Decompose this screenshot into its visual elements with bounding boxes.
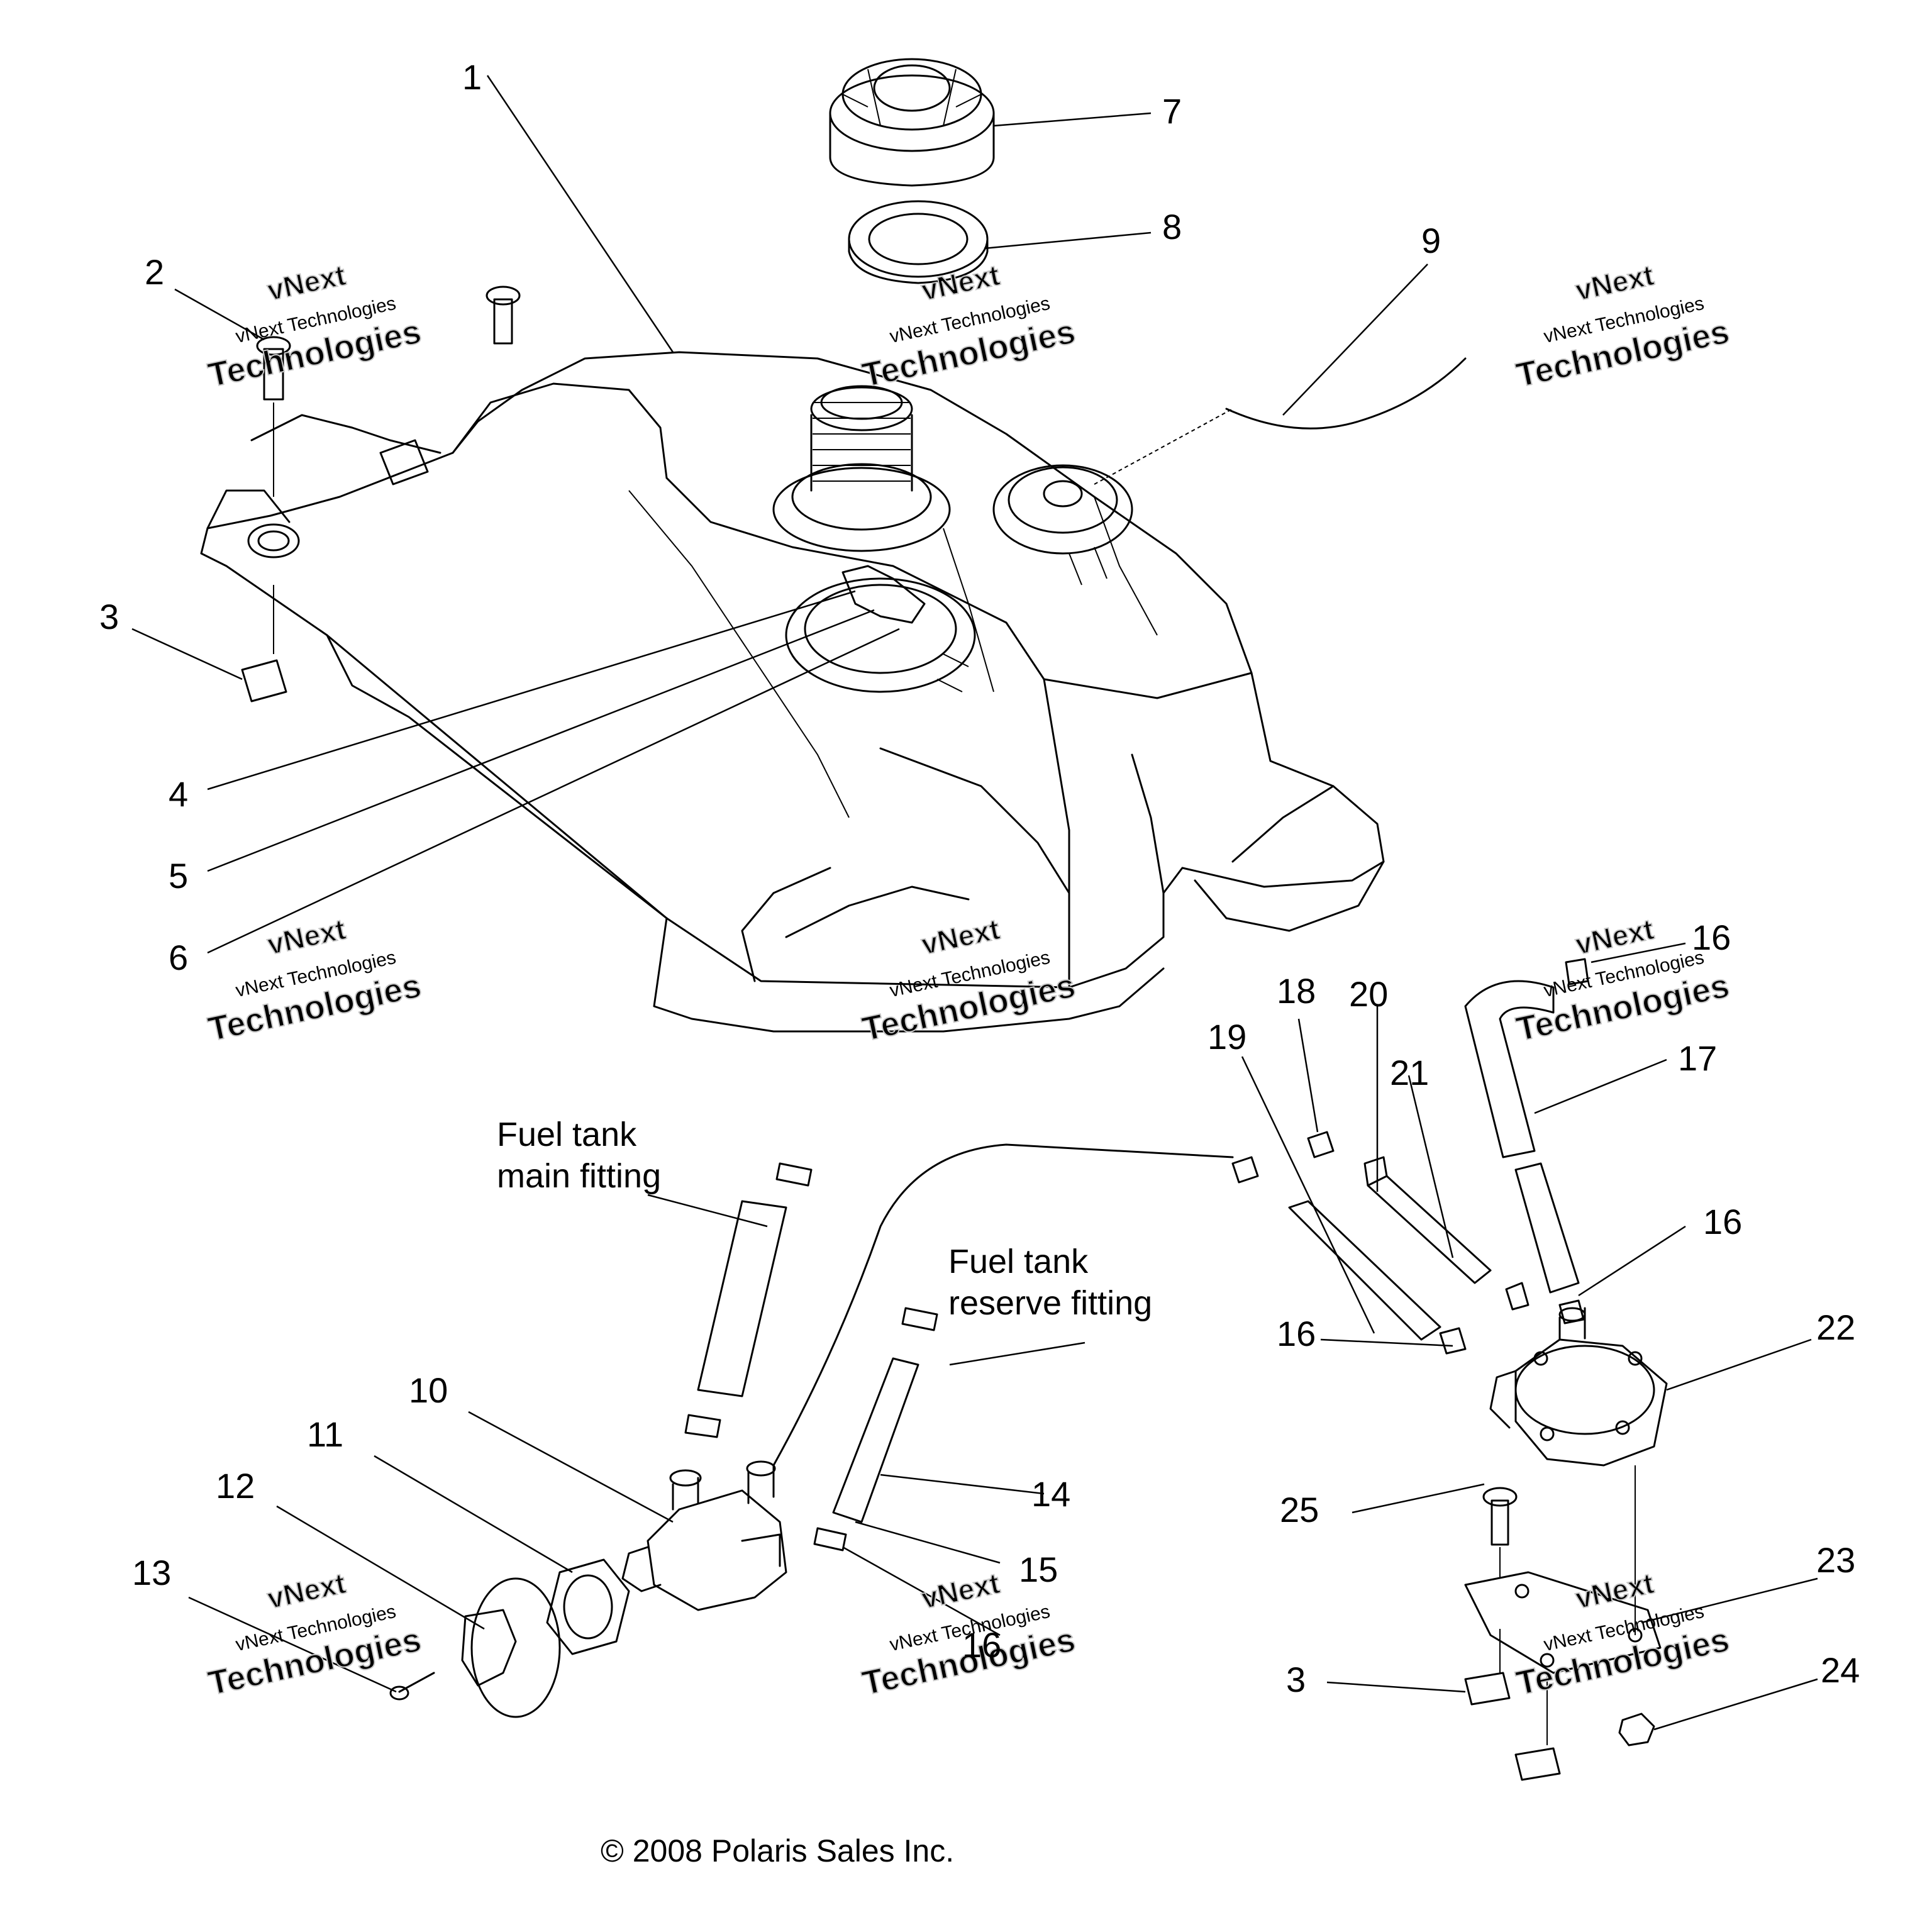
hose-19 xyxy=(1288,1200,1441,1341)
svg-text:vNext: vNext xyxy=(919,1567,1002,1615)
callout-20: 20 xyxy=(1349,974,1388,1014)
watermark-2: vNext vNext Technologies Technologies xyxy=(858,258,1079,395)
callout-11: 11 xyxy=(307,1414,343,1454)
callout-14: 14 xyxy=(1031,1474,1070,1514)
svg-text:vNext: vNext xyxy=(1573,913,1657,961)
watermark-5: vNext vNext Technologies Technologies xyxy=(858,912,1079,1049)
callout-6: 6 xyxy=(169,938,188,977)
callout-12: 12 xyxy=(216,1466,255,1506)
callout-16-c: 16 xyxy=(1277,1314,1316,1353)
svg-text:vNext: vNext xyxy=(1573,258,1657,307)
callout-16-b: 16 xyxy=(1703,1202,1742,1241)
cap-gasket xyxy=(848,200,989,284)
note-reserve-fitting: Fuel tank reserve fitting xyxy=(948,1243,1152,1322)
clip-nut-3 xyxy=(241,659,287,702)
svg-text:vNext: vNext xyxy=(919,258,1002,307)
watermark-9: vNext vNext Technologies Technologies xyxy=(1513,1566,1733,1703)
svg-text:main fitting: main fitting xyxy=(497,1157,661,1195)
vent-line xyxy=(1225,357,1467,430)
nut-24 xyxy=(1618,1713,1655,1746)
screw-13 xyxy=(389,1672,435,1701)
callout-22: 22 xyxy=(1816,1307,1855,1347)
fuel-line xyxy=(772,1143,1234,1467)
callout-21: 21 xyxy=(1390,1053,1429,1092)
copyright-notice: © 2008 Polaris Sales Inc. xyxy=(601,1833,954,1868)
callout-16-a: 16 xyxy=(1692,918,1731,957)
callout-10: 10 xyxy=(409,1370,448,1410)
watermark-1: vNext vNext Technologies Technologies xyxy=(204,258,425,395)
bolt-2 xyxy=(256,336,291,401)
bolt-25 xyxy=(1482,1487,1518,1546)
callout-15: 15 xyxy=(1019,1550,1058,1589)
watermark-4: vNext vNext Technologies Technologies xyxy=(204,912,425,1049)
clip-nut-top xyxy=(379,439,429,486)
watermark-7: vNext vNext Technologies Technologies xyxy=(204,1566,425,1703)
callout-24: 24 xyxy=(1821,1650,1860,1690)
hose-17 xyxy=(1464,980,1580,1294)
reserve-fitting-hose xyxy=(813,1307,938,1552)
watermark-3: vNext vNext Technologies Technologies xyxy=(1513,258,1733,395)
callout-18: 18 xyxy=(1277,971,1316,1011)
main-fitting-hose xyxy=(684,1162,813,1438)
clamp-16-top xyxy=(1565,958,1589,985)
fuel-valve xyxy=(621,1460,787,1611)
callout-7: 7 xyxy=(1162,91,1182,131)
callout-3-b: 3 xyxy=(1286,1660,1306,1699)
svg-text:vNext: vNext xyxy=(265,1567,348,1615)
callout-5: 5 xyxy=(169,856,188,896)
clip-nut-3b xyxy=(1464,1672,1511,1706)
callout-19: 19 xyxy=(1208,1017,1246,1057)
callout-23: 23 xyxy=(1816,1540,1855,1580)
callout-2: 2 xyxy=(145,252,164,292)
svg-text:vNext: vNext xyxy=(1573,1567,1657,1615)
callout-16-d: 16 xyxy=(962,1625,1001,1665)
callout-4: 4 xyxy=(169,774,188,814)
clamp-18 xyxy=(1307,1131,1335,1158)
fuel-cap xyxy=(829,58,995,187)
callout-3: 3 xyxy=(99,597,119,636)
clamp-small xyxy=(1439,1282,1585,1355)
callout-17: 17 xyxy=(1678,1038,1717,1078)
fuel-tank xyxy=(200,351,1385,1033)
note-main-fitting: Fuel tank main fitting xyxy=(497,1116,661,1195)
svg-text:Fuel tank: Fuel tank xyxy=(497,1116,637,1153)
svg-text:Fuel tank: Fuel tank xyxy=(948,1243,1089,1280)
callout-labels: 1 2 3 4 5 6 7 8 9 16 18 20 19 21 17 16 1… xyxy=(99,57,1860,1699)
callout-9: 9 xyxy=(1421,221,1441,260)
leader-lines xyxy=(131,75,1818,1731)
hex-nut-11 xyxy=(546,1558,630,1655)
bolt-2b xyxy=(486,286,521,345)
hose-21 xyxy=(1363,1156,1492,1284)
fuel-pump xyxy=(1489,1307,1668,1467)
clip-nut-bottom xyxy=(1514,1747,1561,1781)
svg-text:vNext: vNext xyxy=(919,913,1002,961)
bracket-23 xyxy=(1464,1571,1662,1674)
callout-13: 13 xyxy=(132,1553,171,1592)
callout-8: 8 xyxy=(1162,207,1182,247)
valve-knob-12 xyxy=(461,1577,561,1718)
callout-1: 1 xyxy=(462,57,482,97)
svg-text:vNext: vNext xyxy=(265,258,348,307)
callout-25: 25 xyxy=(1280,1490,1319,1530)
svg-text:reserve fitting: reserve fitting xyxy=(948,1284,1152,1322)
